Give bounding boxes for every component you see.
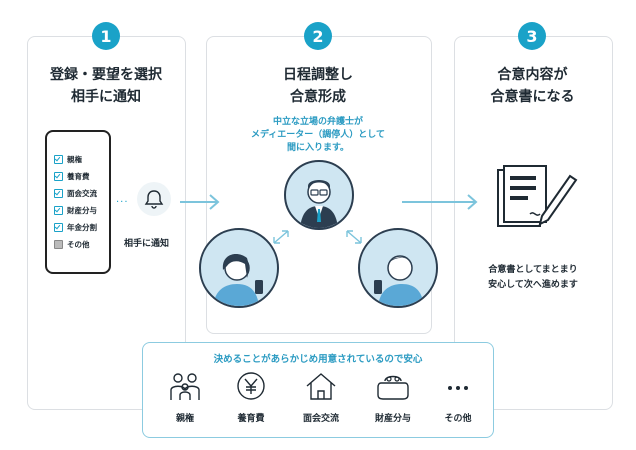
parents-child-icon [170, 373, 200, 400]
checklist-item: 面会交流 [54, 188, 97, 199]
mediator-caption: 中立な立場の弁護士が メディエーター（調停人）として 間に入ります。 [210, 116, 426, 155]
house-icon [306, 373, 336, 400]
checklist-item: 財産分与 [54, 205, 97, 216]
step3-caption: 合意書としてまとまり 安心して次へ進めます [458, 263, 608, 293]
step1-number: 1 [92, 22, 120, 50]
step2-title-line2: 合意形成 [290, 89, 346, 105]
contract-document-icon [497, 165, 578, 227]
party-b-avatar [358, 228, 438, 308]
notify-label: 相手に通知 [124, 239, 170, 249]
bell-icon [137, 182, 171, 216]
dotted-connector: ··· [116, 197, 129, 208]
checkbox-checked-icon [54, 206, 63, 215]
checklist-item: その他 [54, 239, 90, 250]
yen-coin-icon [237, 372, 265, 400]
phone-checklist: 親権 養育費 面会交流 財産分与 年金分割 その他 [45, 130, 111, 274]
step2-title-line1: 日程調整し [283, 67, 353, 83]
ellipsis-icon [448, 386, 468, 390]
checkbox-checked-icon [54, 189, 63, 198]
checkbox-checked-icon [54, 172, 63, 181]
step1-title-line1: 登録・要望を選択 [50, 67, 162, 83]
checkbox-unchecked-icon [54, 240, 63, 249]
prepared-topics-banner: 決めることがあらかじめ用意されているので安心 親権 養育費 面会交流 財産分与 … [142, 342, 494, 438]
double-arrow-icon [346, 230, 362, 244]
banner-title: 決めることがあらかじめ用意されているので安心 [213, 354, 423, 365]
step3-title-line1: 合意内容が [497, 67, 568, 83]
arrow-right-icon [180, 194, 220, 210]
checkbox-checked-icon [54, 223, 63, 232]
checklist-item: 年金分割 [54, 222, 97, 233]
banner-item-label: 親権 [175, 414, 194, 424]
mediator-avatar [284, 160, 354, 230]
mediator-caption-line2: メディエーター（調停人）として [250, 130, 386, 140]
banner-item-label: 養育費 [237, 414, 265, 424]
checklist-item: 親権 [54, 154, 82, 165]
step2-title: 日程調整し 合意形成 [208, 64, 428, 108]
banner-item-label: 財産分与 [374, 414, 411, 424]
wallet-icon [377, 375, 409, 400]
step3-number: 3 [518, 22, 546, 50]
banner-item-label: その他 [444, 414, 472, 424]
party-a-avatar [199, 228, 279, 308]
double-arrow-icon [273, 230, 289, 244]
step3-caption-line1: 合意書としてまとまり [488, 265, 578, 275]
arrow-right-icon [402, 194, 478, 210]
step1-title: 登録・要望を選択 相手に通知 [30, 64, 182, 108]
mediator-caption-line3: 間に入ります。 [286, 143, 350, 153]
step1-title-line2: 相手に通知 [71, 89, 141, 105]
step3-title-line2: 合意書になる [490, 89, 575, 105]
checkbox-checked-icon [54, 155, 63, 164]
step2-number: 2 [304, 22, 332, 50]
mediator-caption-line1: 中立な立場の弁護士が [272, 117, 363, 127]
checklist-item: 養育費 [54, 171, 90, 182]
banner-item-label: 面会交流 [302, 414, 339, 424]
step3-title: 合意内容が 合意書になる [456, 64, 609, 108]
step3-caption-line2: 安心して次へ進めます [488, 280, 578, 290]
